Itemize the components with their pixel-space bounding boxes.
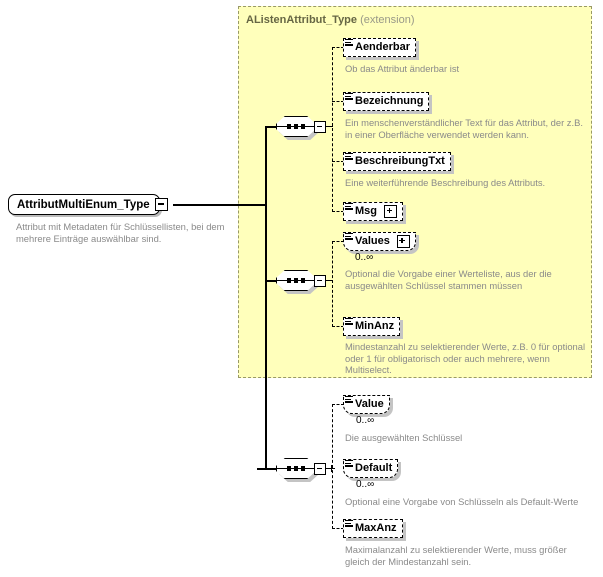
element-name: MinAnz — [355, 320, 395, 332]
element-box-msg[interactable]: Msg — [343, 202, 403, 221]
connector-trunk-vertical — [265, 126, 267, 469]
sequence-icon[interactable] — [276, 270, 320, 294]
attribute-lines-icon — [345, 520, 354, 528]
element-box-minanz[interactable]: MinAnz — [343, 317, 401, 336]
sequence-dots — [287, 277, 305, 283]
minus-icon[interactable] — [314, 121, 326, 133]
element-name: Default — [355, 462, 393, 474]
element-doc-aenderbar: Ob das Attribut änderbar ist — [345, 63, 460, 74]
connector-sequence-2-stub — [326, 280, 333, 282]
connector-sequence-1-stub — [326, 126, 333, 128]
minus-icon[interactable] — [314, 275, 326, 287]
element-box-maxanz[interactable]: MaxAnz — [343, 519, 403, 538]
sequence-icon[interactable] — [276, 116, 320, 140]
attribute-lines-icon — [345, 396, 354, 404]
sequence-icon[interactable] — [276, 458, 320, 482]
element-doc-maxanz: Maximalanzahl zu selektierender Werte, m… — [345, 544, 567, 567]
attribute-lines-icon — [345, 233, 354, 241]
element-name: Values — [355, 235, 390, 247]
connector-to-bezeichnung — [332, 101, 344, 102]
plus-icon[interactable] — [396, 235, 410, 248]
sequence-dots — [287, 465, 305, 471]
connector-sequence-3-branch-vertical — [332, 404, 333, 529]
attribute-lines-icon — [345, 93, 354, 101]
element-name: BeschreibungTxt — [355, 155, 445, 167]
minus-icon[interactable] — [154, 198, 168, 211]
extension-base-name: AListenAttribut_Type — [246, 14, 358, 26]
element-box-aenderbar[interactable]: Aenderbar — [343, 38, 417, 57]
element-box-values[interactable]: Values — [343, 232, 416, 251]
branch-junction-icon — [328, 465, 335, 472]
extension-base-label: AListenAttribut_Type (extension) — [246, 14, 415, 26]
connector-trunk-to-sequence-3 — [257, 468, 277, 470]
connector-root-to-trunk — [173, 204, 266, 206]
element-name: Value — [355, 398, 384, 410]
connector-to-value — [332, 404, 344, 405]
connector-sequence-1-branch-vertical — [332, 47, 333, 212]
element-doc-default: Optional eine Vorgabe von Schlüsseln als… — [345, 496, 579, 507]
connector-to-aenderbar — [332, 47, 344, 48]
element-box-beschreibungtxt[interactable]: BeschreibungTxt — [343, 152, 451, 171]
attribute-lines-icon — [345, 203, 354, 211]
connector-to-msg — [332, 211, 344, 212]
element-doc-minanz: Mindestanzahl zu selektierender Werte, z… — [345, 341, 586, 376]
root-type-doc: Attribut mit Metadaten für Schlüssellist… — [16, 221, 225, 244]
element-box-value[interactable]: Value — [343, 395, 390, 414]
element-name: MaxAnz — [355, 522, 397, 534]
element-name: Aenderbar — [355, 41, 411, 53]
sequence-dots — [287, 123, 305, 129]
connector-to-maxanz — [332, 528, 344, 529]
extension-region — [238, 6, 592, 378]
element-doc-beschreibungtxt: Eine weiterführende Beschreibung des Att… — [345, 177, 546, 188]
root-type-name: AttributMultiEnum_Type — [17, 198, 150, 211]
connector-trunk-to-sequence-2 — [265, 280, 277, 282]
element-box-default[interactable]: Default — [343, 459, 399, 478]
element-name: Bezeichnung — [355, 95, 424, 107]
minus-icon[interactable] — [314, 463, 326, 475]
attribute-lines-icon — [345, 318, 354, 326]
element-box-bezeichnung[interactable]: Bezeichnung — [343, 92, 430, 111]
extension-kind-label: (extension) — [360, 14, 415, 26]
connector-to-beschreibungtxt — [332, 161, 344, 162]
connector-to-minanz — [332, 326, 344, 327]
element-doc-values: Optional die Vorgabe einer Werteliste, a… — [345, 268, 552, 291]
attribute-lines-icon — [345, 39, 354, 47]
multiplicity-default: 0..∞ — [356, 479, 375, 490]
connector-trunk-to-sequence-1 — [265, 126, 277, 128]
root-type-box[interactable]: AttributMultiEnum_Type — [8, 194, 168, 215]
attribute-lines-icon — [345, 460, 354, 468]
element-name: Msg — [355, 205, 377, 217]
multiplicity-value: 0..∞ — [356, 415, 375, 426]
connector-to-values — [332, 241, 344, 242]
element-doc-bezeichnung: Ein menschenverständlicher Text für das … — [345, 117, 583, 140]
multiplicity-values: 0..∞ — [355, 252, 374, 263]
connector-sequence-2-branch-vertical — [332, 241, 333, 327]
attribute-lines-icon — [345, 153, 354, 161]
plus-icon[interactable] — [384, 205, 397, 218]
element-doc-value: Die ausgewählten Schlüssel — [345, 432, 463, 443]
